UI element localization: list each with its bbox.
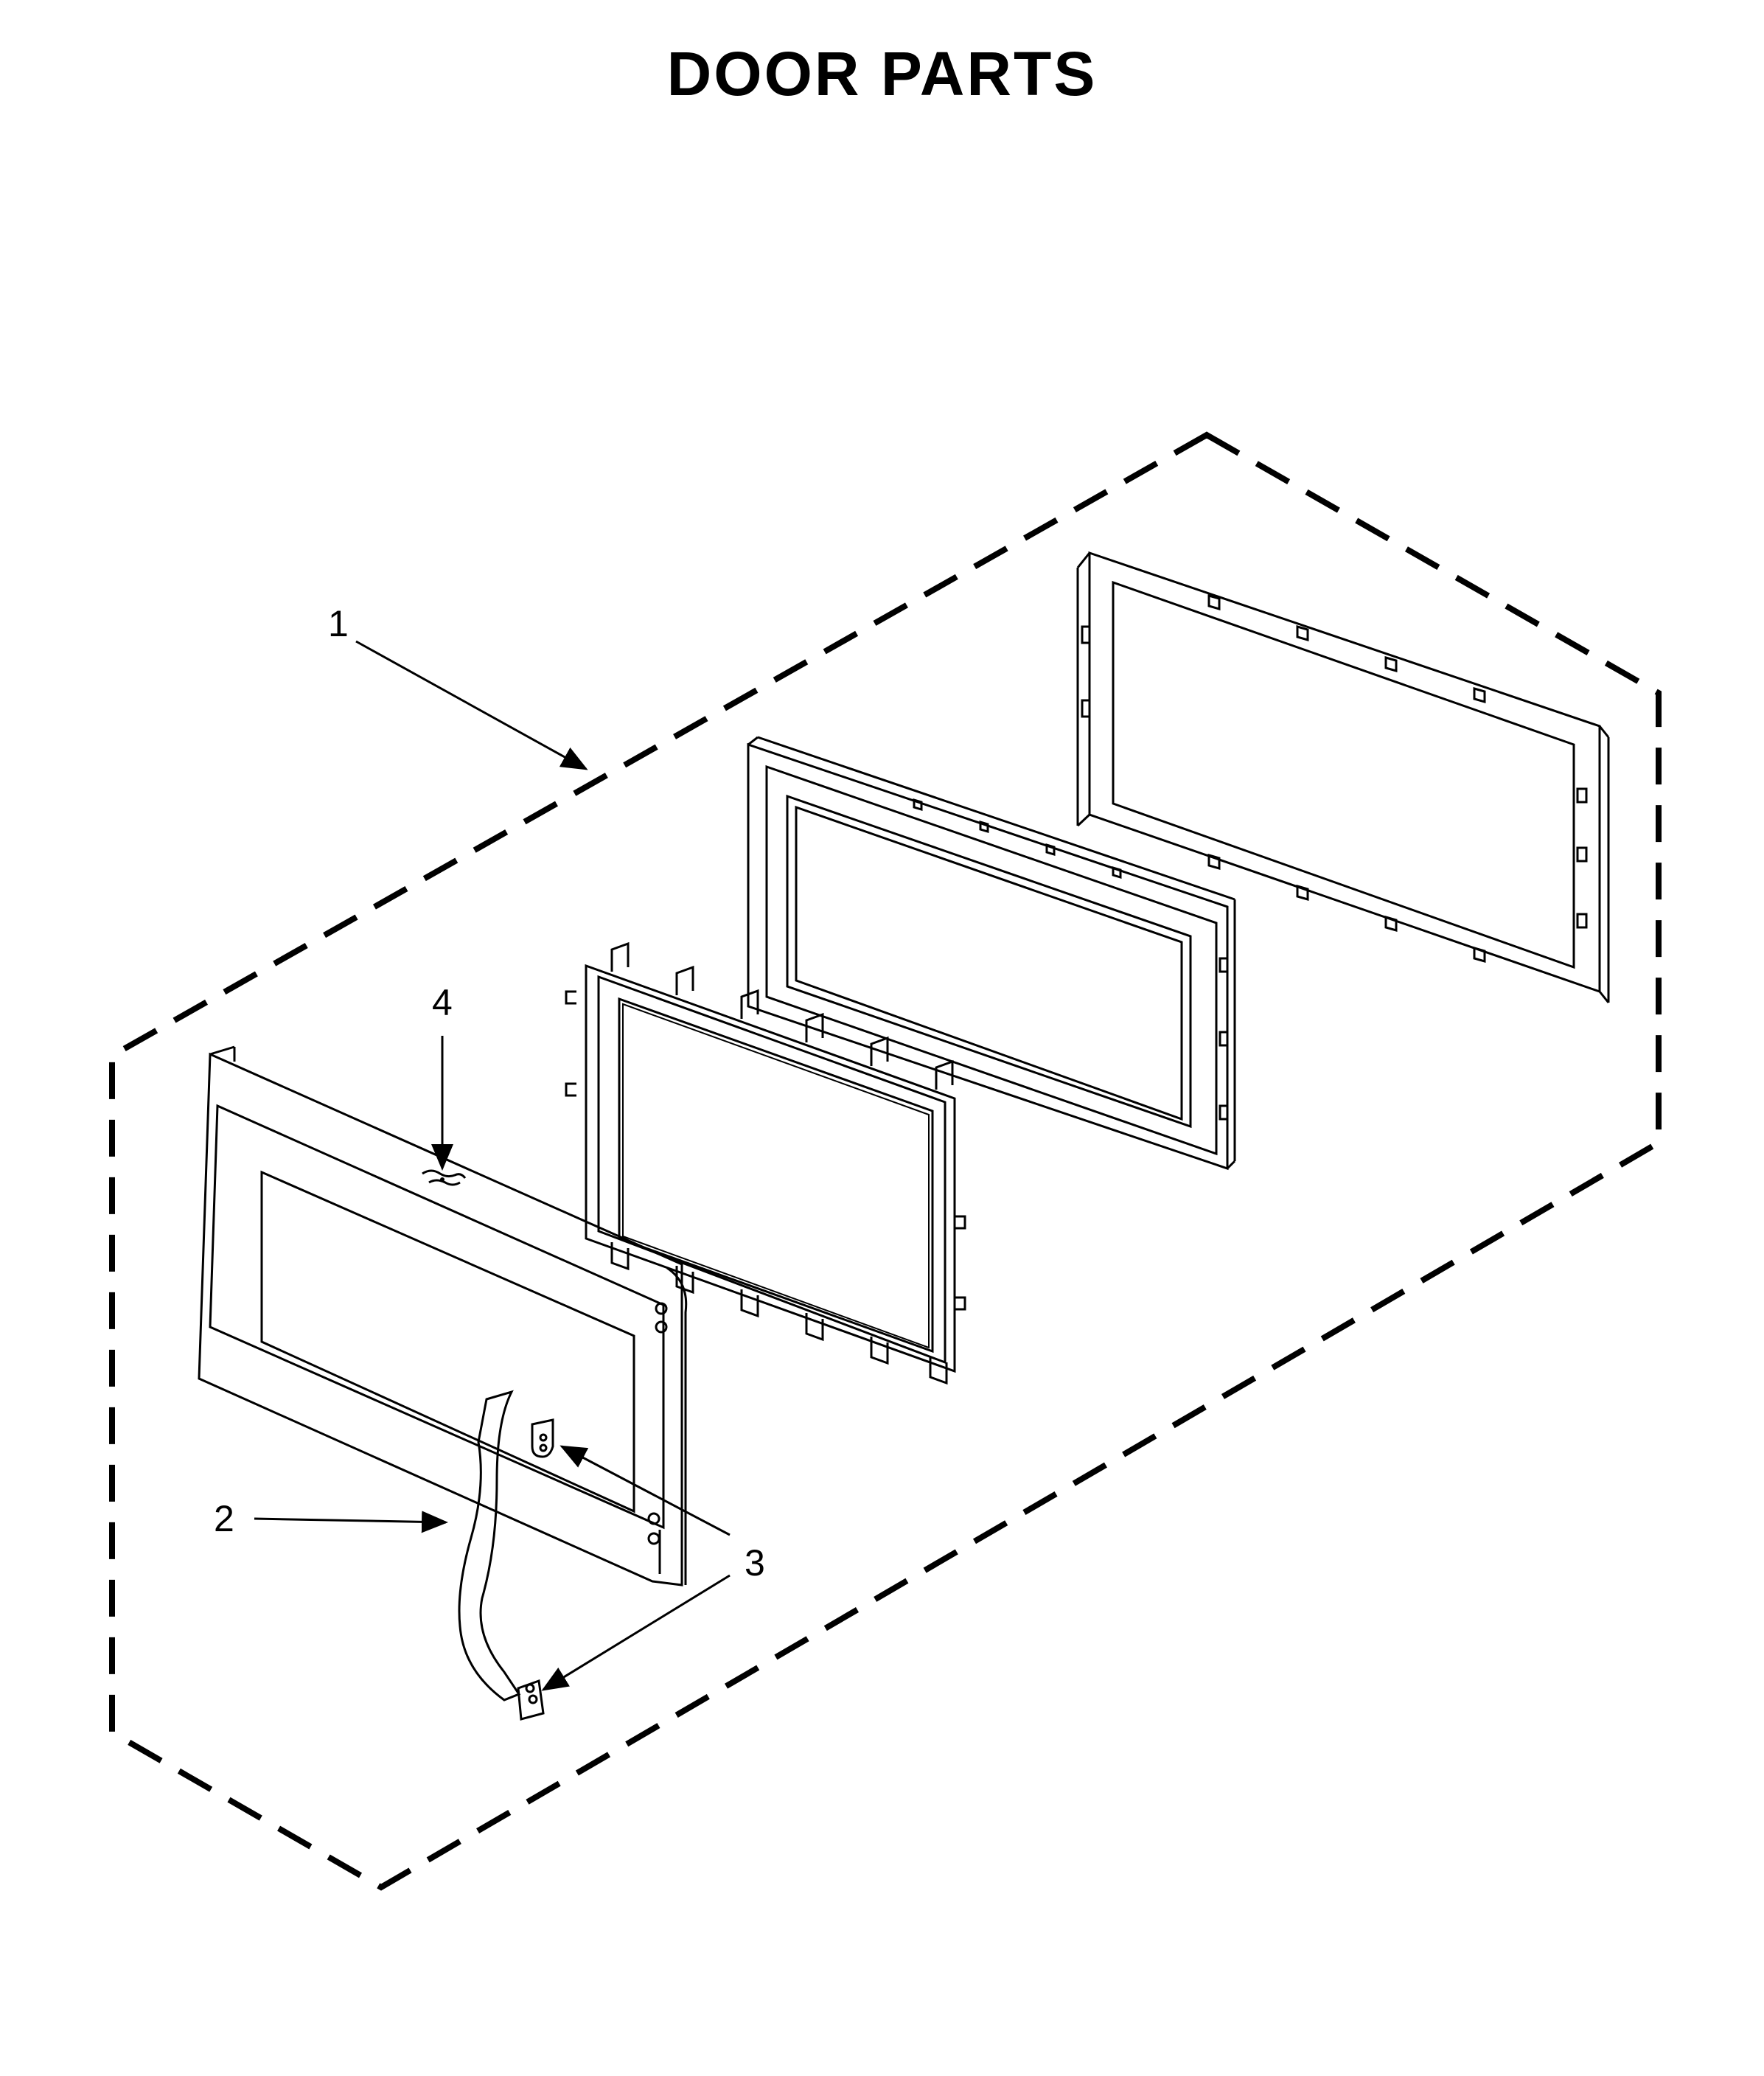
assembly-boundary [109,431,1662,1891]
leader-lines [254,640,731,1691]
leader-2 [254,1511,448,1533]
leader-3a [559,1445,731,1536]
rear-door-frame [1076,551,1610,1003]
callout-3: 3 [745,1542,765,1584]
leader-1 [355,640,588,770]
leader-3b [541,1574,731,1691]
hinge-plate-upper [531,1418,554,1458]
door-handle [458,1390,521,1701]
callout-4: 4 [432,982,453,1023]
inner-door-panel [747,736,1236,1171]
callout-1: 1 [328,603,349,644]
logo-badge [422,1169,467,1186]
callout-2: 2 [214,1498,234,1539]
door-outer-panel [198,1045,688,1586]
door-window-pack [565,941,966,1385]
hinge-plate-lower [517,1679,545,1721]
page-title: DOOR PARTS [666,39,1098,108]
